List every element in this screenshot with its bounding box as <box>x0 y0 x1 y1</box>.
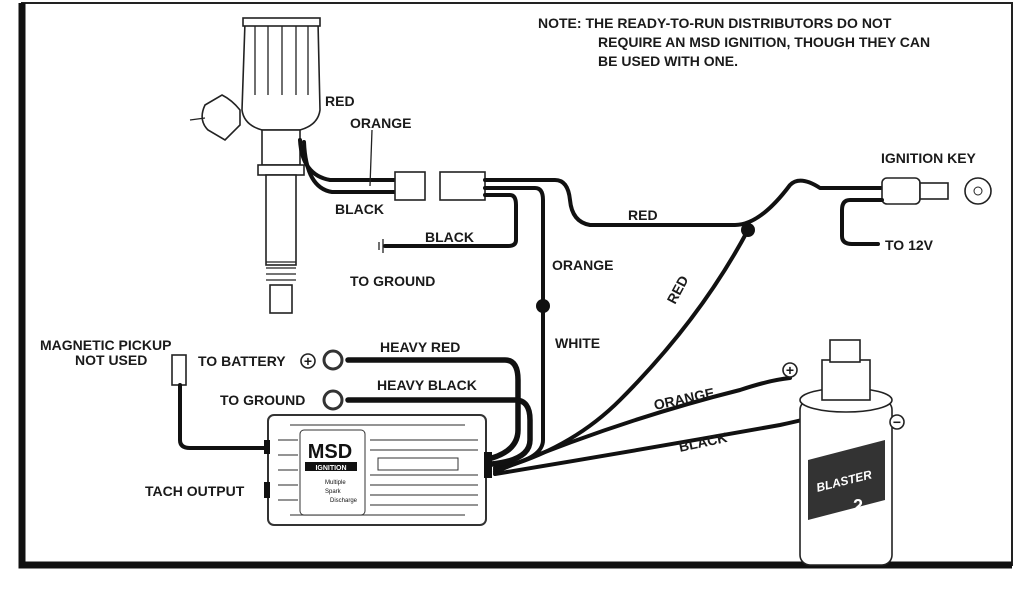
battery-ring-terminal <box>322 349 344 371</box>
label-to-ground-box: TO GROUND <box>220 392 305 408</box>
label-dist-orange: ORANGE <box>350 115 411 131</box>
ground-symbol-icon <box>378 239 384 253</box>
connector-female <box>439 171 486 201</box>
msd-desc-1: Multiple <box>325 480 346 486</box>
distributor <box>189 17 321 314</box>
note-line-2: REQUIRE AN MSD IGNITION, THOUGH THEY CAN <box>598 34 930 50</box>
label-tach-output: TACH OUTPUT <box>145 483 245 499</box>
label-red-wire: RED <box>628 207 658 223</box>
coil-model: 2 <box>853 496 863 516</box>
dist-black-wire <box>302 140 397 194</box>
msd-ignition-text: IGNITION <box>315 465 346 472</box>
label-magnetic-pickup: MAGNETIC PICKUP <box>40 337 171 353</box>
label-dist-red: RED <box>325 93 355 109</box>
heavy-black-wire <box>345 397 533 467</box>
battery-plus-icon <box>300 353 316 369</box>
msd-logo: MSD <box>308 441 352 463</box>
ground-ring-terminal <box>322 389 344 411</box>
frame-shadow <box>18 3 1012 569</box>
label-ground-black: BLACK <box>425 229 474 245</box>
splice-dot <box>536 299 550 313</box>
label-heavy-red: HEAVY RED <box>380 339 460 355</box>
ignition-coil: BLASTER 2 <box>799 339 893 566</box>
note-line-1: NOTE: THE READY-TO-RUN DISTRIBUTORS DO N… <box>538 15 892 31</box>
coil-plus-icon <box>782 362 798 378</box>
red-wire-to-key <box>483 178 884 227</box>
note-line-3: BE USED WITH ONE. <box>598 53 738 69</box>
msd-desc-3: Discharge <box>330 498 358 504</box>
ignition-key <box>840 177 992 246</box>
coil-minus-sign: − <box>893 414 901 430</box>
connector-male <box>394 171 426 201</box>
battery-plus-sign: + <box>304 353 312 369</box>
orange-leader-line <box>369 129 373 187</box>
coil-orange-wire <box>493 376 792 474</box>
pickup-wire <box>178 383 270 450</box>
pickup-connector <box>171 354 187 386</box>
label-white-wire: WHITE <box>555 335 600 351</box>
label-dist-black: BLACK <box>335 201 384 217</box>
coil-minus-icon <box>889 414 905 430</box>
msd-desc-2: Spark <box>325 489 342 495</box>
heavy-red-wire <box>345 357 521 461</box>
msd-ignition-box: MSD IGNITION Multiple Spark Discharge <box>264 414 492 526</box>
label-to-battery: TO BATTERY <box>198 353 286 369</box>
label-to-12v: TO 12V <box>885 237 934 253</box>
label-to-ground-top: TO GROUND <box>350 273 435 289</box>
coil-plus-sign: + <box>786 362 794 378</box>
note-text: NOTE: THE READY-TO-RUN DISTRIBUTORS DO N… <box>538 15 930 69</box>
black-ground-wire <box>383 193 518 248</box>
label-orange-wire: ORANGE <box>552 257 613 273</box>
label-not-used: NOT USED <box>75 352 147 368</box>
label-heavy-black: HEAVY BLACK <box>377 377 477 393</box>
label-ignition-key: IGNITION KEY <box>881 150 977 166</box>
